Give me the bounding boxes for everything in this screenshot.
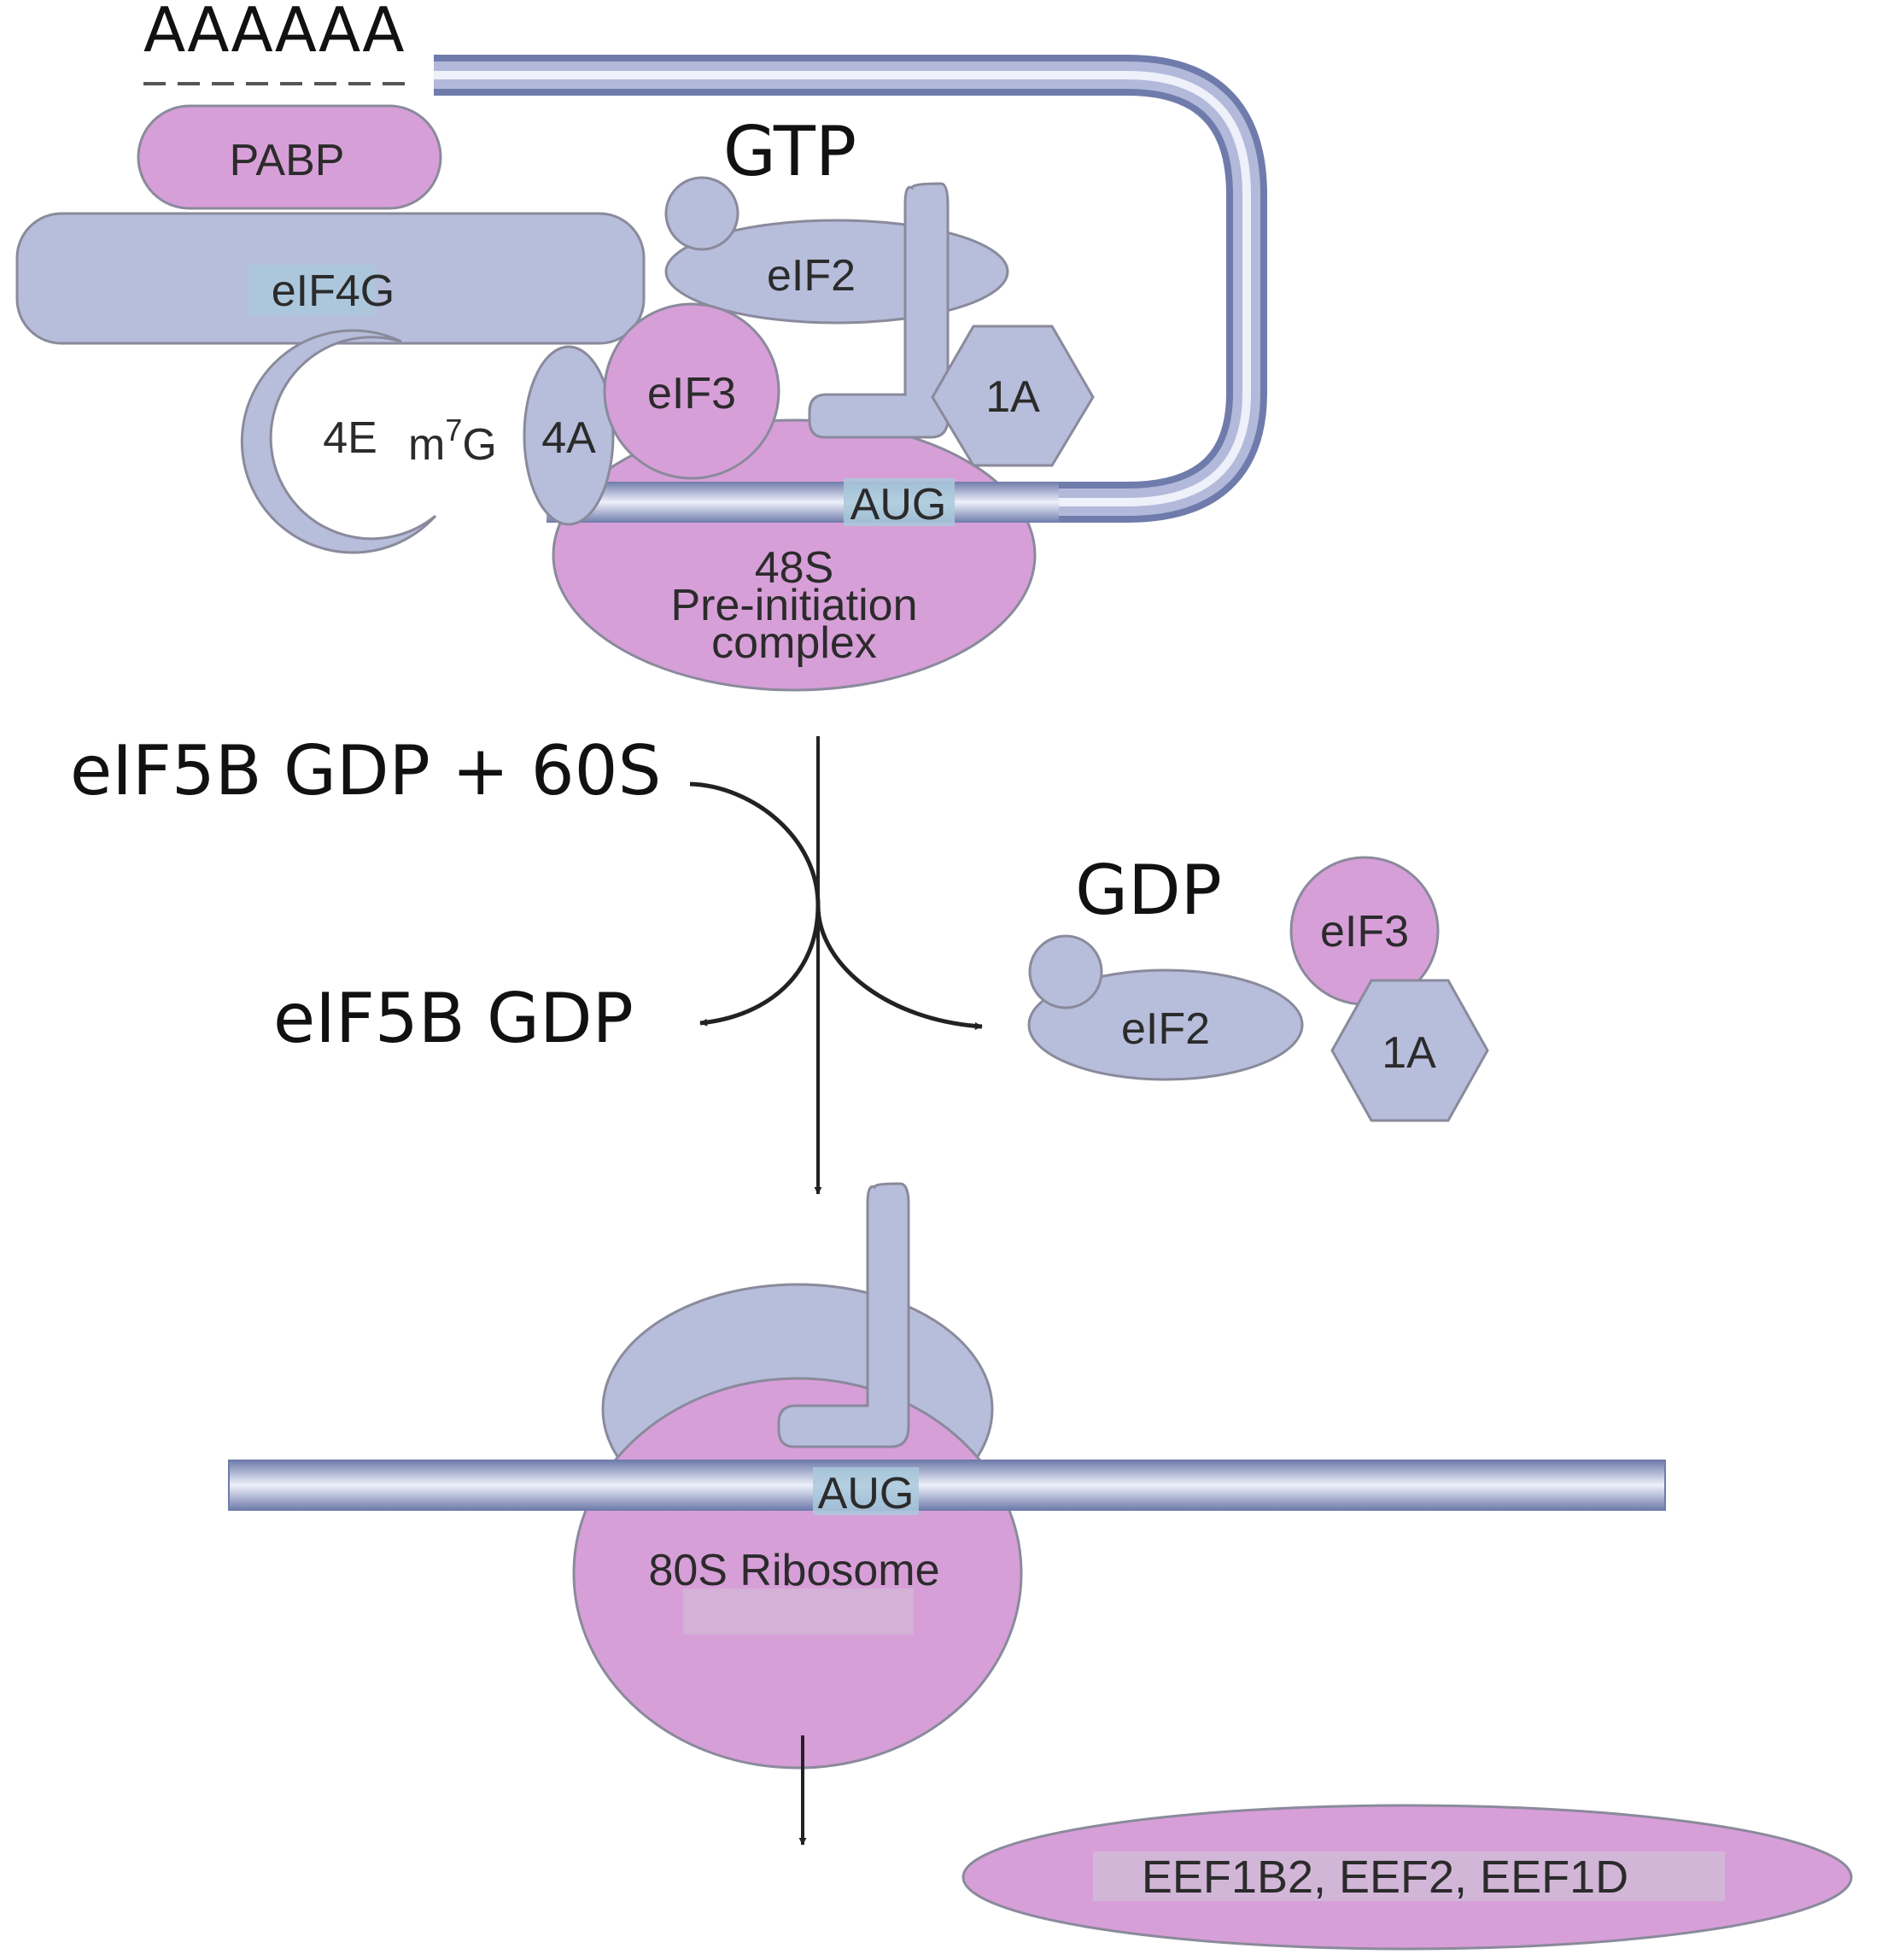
ribosome-80s-label: 80S Ribosome <box>648 1546 939 1595</box>
pre-initiation-line3: complex <box>711 618 877 668</box>
mrna-straight-tube <box>228 1460 1666 1511</box>
aug-label-top: AUG <box>850 480 947 529</box>
pabp-label: PABP <box>230 136 345 185</box>
eif2-released-shape <box>1027 968 1304 1081</box>
poly-a-label: AAAAAA <box>143 0 405 66</box>
gtp-knob <box>664 176 739 251</box>
ribosome-label-highlight <box>683 1588 914 1635</box>
gdp-label: GDP <box>1075 851 1222 930</box>
curved-arrow-left <box>689 781 821 1027</box>
eif3-top-shape <box>603 302 780 480</box>
gdp-knob <box>1028 934 1103 1009</box>
aug-label-bottom: AUG <box>818 1469 915 1518</box>
eif2-top-label: eIF2 <box>767 251 856 301</box>
pre-initiation-line1: 48S <box>755 543 834 593</box>
eif2-released-label: eIF2 <box>1121 1004 1210 1054</box>
elongation-factors-label: EEF1B2, EEF2, EEF1D <box>1142 1852 1628 1903</box>
m7g-cap-label: m7G <box>408 412 497 470</box>
eif4g-label-highlight <box>248 265 376 316</box>
mrna-loop <box>434 55 1267 523</box>
eif1a-released-label: 1A <box>1382 1028 1436 1078</box>
eif3-top-label: eIF3 <box>647 369 736 418</box>
aug-highlight-top <box>844 478 955 526</box>
eif1a-top-hexagon <box>931 325 1095 467</box>
eif4a-label: 4A <box>541 413 596 463</box>
mrna-front-segment <box>546 482 1059 523</box>
eif4g-label: eIF4G <box>272 266 395 316</box>
eif5b-output-label: eIF5B GDP <box>273 979 634 1058</box>
eif4e-crescent <box>240 329 437 554</box>
eif5b-input-label: eIF5B GDP + 60S <box>70 731 661 810</box>
trna-bottom-shape <box>777 1182 910 1448</box>
eif4e-label: 4E <box>323 413 377 463</box>
trna-top-shape <box>808 182 950 439</box>
eif4a-shape <box>523 345 615 526</box>
curved-arrow-right <box>815 904 983 1030</box>
elongation-label-highlight <box>1093 1852 1725 1901</box>
gtp-label: GTP <box>723 112 856 191</box>
eif1a-released-hexagon <box>1330 979 1489 1122</box>
pre-initiation-line2: Pre-initiation <box>670 581 917 630</box>
pabp-shape <box>137 104 442 210</box>
eif3-released-label: eIF3 <box>1320 907 1409 957</box>
eif1a-top-label: 1A <box>985 372 1040 422</box>
aug-highlight-bottom <box>813 1467 919 1515</box>
